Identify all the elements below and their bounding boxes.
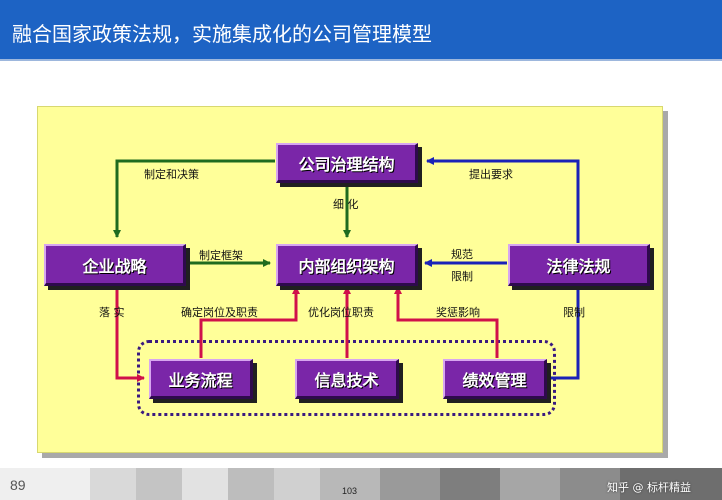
arrow-performance-to-internal-org	[394, 286, 499, 358]
footer-photo-tile	[440, 468, 500, 500]
node-performance-label: 绩效管理	[462, 370, 527, 390]
page-title: 融合国家政策法规，实施集成化的公司管理模型	[12, 22, 432, 46]
label-optimize-roles: 优化岗位职责	[308, 306, 374, 319]
node-internal-org-label: 内部组织架构	[298, 256, 395, 276]
footer-photo-tile	[500, 468, 560, 500]
header-divider	[0, 59, 722, 61]
arrow-business-process-to-internal-org	[199, 286, 300, 358]
footer-photo-tile	[90, 468, 136, 500]
node-performance: 绩效管理	[443, 359, 547, 399]
node-info-tech-label: 信息技术	[314, 370, 379, 390]
node-laws: 法律法规	[508, 244, 650, 286]
node-governance: 公司治理结构	[276, 143, 418, 183]
small-page-number: 103	[342, 486, 358, 496]
footer-photo-tile	[620, 468, 722, 500]
footer-strip: 89 103 知乎 @ 标杆精益	[0, 468, 722, 500]
footer-photo-tile	[380, 468, 440, 500]
label-restrict-performance: 限制	[563, 306, 585, 319]
label-framework: 制定框架	[199, 249, 243, 262]
label-reward-influence: 奖惩影响	[436, 306, 480, 319]
footer-photo-tile	[320, 468, 380, 500]
label-request: 提出要求	[469, 168, 513, 181]
arrow-governance-to-strategy	[113, 159, 275, 238]
footer-photo-tile	[228, 468, 274, 500]
label-regulate: 规范	[451, 248, 473, 261]
footer-photo-tile	[182, 468, 228, 500]
label-refine: 细 化	[333, 198, 359, 211]
footer-photo-tile	[274, 468, 320, 500]
node-business-process-label: 业务流程	[168, 370, 233, 390]
label-decide: 制定和决策	[144, 168, 199, 181]
node-governance-label: 公司治理结构	[298, 154, 395, 174]
node-strategy-label: 企业战略	[82, 256, 147, 276]
node-business-process: 业务流程	[149, 359, 253, 399]
node-info-tech: 信息技术	[295, 359, 399, 399]
page-number: 89	[10, 477, 26, 493]
header-bar: 融合国家政策法规，实施集成化的公司管理模型	[0, 0, 722, 59]
node-strategy: 企业战略	[44, 244, 186, 286]
node-laws-label: 法律法规	[546, 256, 611, 276]
label-implement: 落 实	[99, 306, 125, 319]
node-internal-org: 内部组织架构	[276, 244, 418, 286]
footer-photo-tile	[136, 468, 182, 500]
arrow-laws-to-performance	[539, 290, 580, 382]
arrow-strategy-to-business-process	[115, 290, 145, 382]
arrow-laws-to-governance	[426, 157, 580, 243]
label-restrict: 限制	[451, 270, 473, 283]
watermark-text: 知乎 @ 标杆精益	[607, 481, 691, 494]
label-define-roles: 确定岗位及职责	[181, 306, 258, 319]
footer-photo-tile	[560, 468, 620, 500]
